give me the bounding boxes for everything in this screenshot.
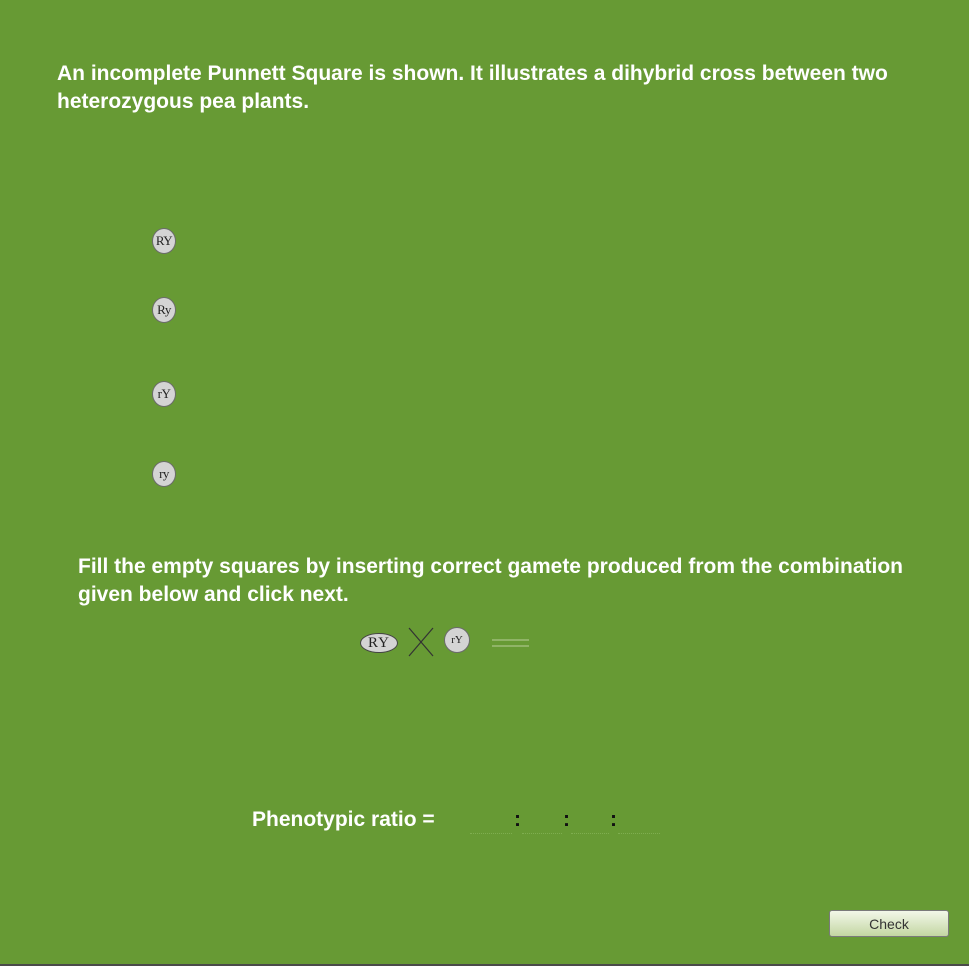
row-gamete-3[interactable]: rY [152,381,176,407]
ratio-input-2[interactable] [522,806,562,834]
row-gamete-2[interactable]: Ry [152,297,176,323]
equals-icon [492,639,529,647]
instruction-text: Fill the empty squares by inserting corr… [78,555,903,606]
ratio-separator-2: : [563,808,570,831]
cross-icon [408,627,434,657]
ratio-separator-1: : [514,808,521,831]
check-button[interactable]: Check [829,910,949,937]
bottom-divider [0,964,969,966]
ratio-separator-3: : [610,808,617,831]
ratio-input-4[interactable] [618,806,660,834]
ratio-input-3[interactable] [571,806,609,834]
question-prompt: An incomplete Punnett Square is shown. I… [57,62,888,113]
phenotypic-ratio-label: Phenotypic ratio = [252,808,435,831]
row-gamete-1[interactable]: RY [152,228,176,254]
ratio-input-1[interactable] [470,806,512,834]
row-gamete-4[interactable]: ry [152,461,176,487]
cross-gamete-second: rY [444,627,470,653]
cross-gamete-first: RY [360,633,398,653]
